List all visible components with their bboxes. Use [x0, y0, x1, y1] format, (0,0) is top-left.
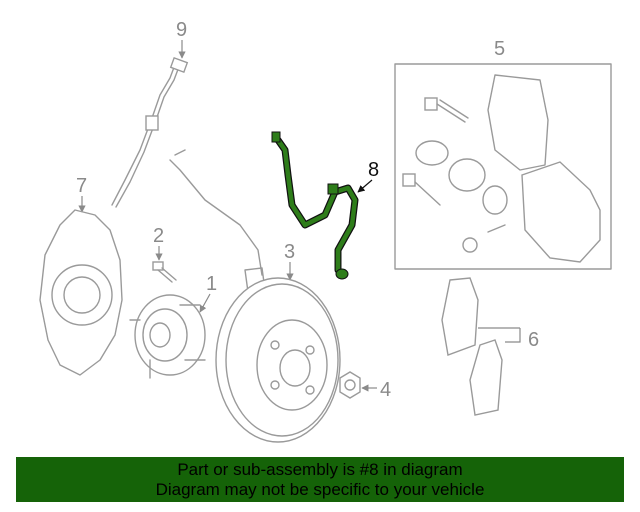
brake-pads-part-6[interactable]: 6 [441, 277, 539, 416]
callout-9: 9 [176, 19, 187, 41]
abs-sensor-part-9[interactable]: 9 [111, 19, 266, 293]
bolt-part-2[interactable]: 2 [152, 225, 177, 283]
callout-4: 4 [380, 379, 391, 401]
banner-line-part-number: Part or sub-assembly is #8 in diagram [177, 460, 463, 479]
brake-hose-part-8[interactable]: 8 [271, 131, 379, 280]
dust-shield-part-7[interactable]: 7 [39, 175, 123, 376]
callout-8: 8 [368, 159, 379, 181]
callout-5: 5 [494, 38, 505, 60]
callout-6: 6 [528, 329, 539, 351]
callout-3: 3 [284, 241, 295, 263]
brake-rotor-part-3[interactable]: 3 [215, 241, 341, 443]
info-banner: Part or sub-assembly is #8 in diagram Di… [16, 457, 624, 502]
hub-bearing-part-1[interactable]: 1 [129, 273, 217, 379]
caliper-assembly-part-5[interactable]: 5 [394, 38, 612, 270]
callout-1: 1 [206, 273, 217, 295]
nut-part-4[interactable]: 4 [339, 371, 391, 401]
callout-2: 2 [153, 225, 164, 247]
callout-7: 7 [76, 175, 87, 197]
banner-line-disclaimer: Diagram may not be specific to your vehi… [155, 480, 485, 499]
